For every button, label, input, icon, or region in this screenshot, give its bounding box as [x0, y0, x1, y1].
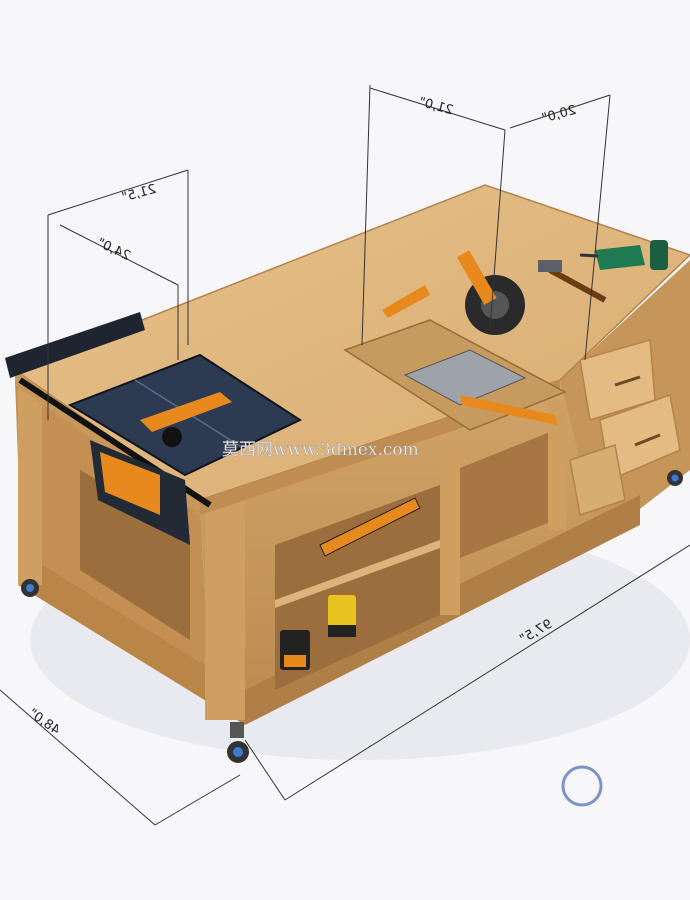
dimension-lines: [0, 84, 690, 826]
dim-miter-span: 21,0": [417, 95, 455, 119]
saw-blade-guard: [162, 427, 182, 447]
cordless-drill-icon: [328, 595, 356, 637]
lower-compartment: [275, 485, 440, 690]
post-left-end: [18, 385, 42, 585]
miter-base: [403, 349, 527, 406]
level-icon: [319, 497, 421, 557]
caster-left: [21, 579, 39, 597]
table-saw: [5, 312, 303, 545]
workbench: [13, 184, 690, 763]
watermark: 莫西网www.3dmex.com: [222, 440, 419, 460]
post-right: [548, 400, 566, 530]
miter-support-arm: [460, 395, 558, 425]
dim-top-left-width: 21,5": [120, 182, 158, 206]
caster-right: [667, 470, 683, 486]
hand-tools: [280, 240, 668, 670]
saw-motor-housing: [100, 452, 160, 515]
home-button[interactable]: [561, 765, 603, 807]
miter-left-arm: [382, 285, 430, 318]
miter-saw: [382, 250, 558, 425]
hammer-icon: [538, 260, 607, 303]
dim-right-span: 20,0": [540, 103, 578, 127]
left-compartment: [80, 470, 190, 640]
miter-arm: [456, 250, 497, 305]
saw-throat-plate: [140, 392, 232, 432]
lower-shelf: [275, 540, 440, 608]
post-front-left: [205, 495, 245, 720]
right-compartment: [455, 430, 555, 560]
drawer-stack: [569, 339, 681, 516]
dim-top-left-depth: 24,0": [94, 236, 132, 264]
dim-total-depth: 48,0": [25, 706, 62, 738]
saw-fence-rail: [5, 312, 145, 378]
drill-icon: [579, 240, 668, 270]
circular-saw-icon: [280, 630, 310, 670]
bottom-rail: [18, 550, 245, 725]
post-mid: [440, 445, 460, 615]
caster-front: [227, 722, 249, 763]
